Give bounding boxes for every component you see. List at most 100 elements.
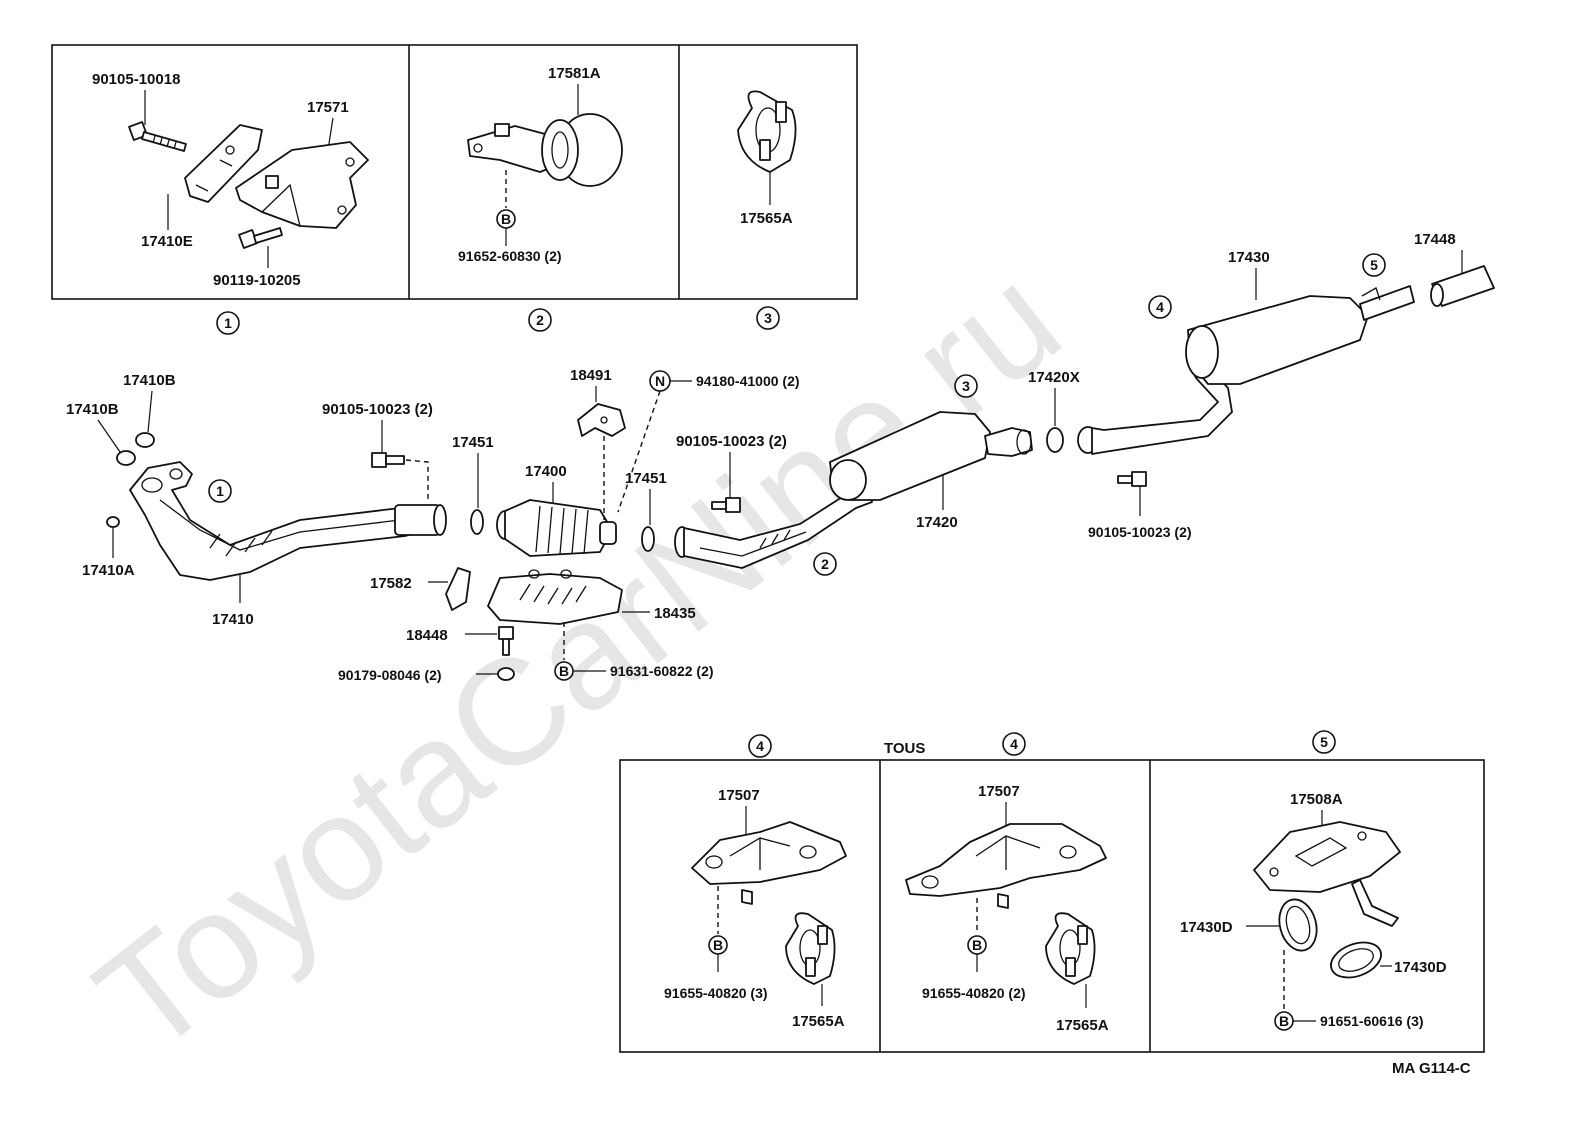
nut-icon [497, 667, 515, 681]
bracket-17582-icon [445, 567, 471, 611]
circle-letter-b-5-text: B [1279, 1013, 1289, 1029]
callout-4-main [1148, 295, 1172, 319]
callout-5-box [1312, 730, 1336, 754]
dashed-leader [617, 390, 661, 513]
part-label-91631-60822: 91631-60822 (2) [610, 663, 714, 679]
circle-letter-b-main-text: B [559, 663, 569, 679]
bottom-inset-frame [619, 759, 1485, 1053]
callout-2-main-text: 2 [821, 556, 829, 572]
callout-3-main [954, 374, 978, 398]
part-label-91652-60830: 91652-60830 (2) [458, 248, 562, 264]
part-label-17420x: 17420X [1028, 369, 1080, 386]
gasket-icon [1046, 427, 1064, 453]
part-label-17410e: 17410E [141, 233, 193, 250]
circle-letter-b-text: B [501, 211, 511, 227]
callout-4-box-a [748, 734, 772, 758]
callout-5-main [1362, 253, 1386, 277]
inset-box-1: 90105-10018 17571 17410E 90119-10205 [92, 71, 369, 289]
heat-shield-bracket-icon [577, 403, 626, 437]
bottom-inset-border [619, 759, 1485, 1053]
gasket-icon [116, 450, 136, 466]
callout-5-box-text: 5 [1320, 734, 1328, 750]
leader-line [97, 419, 121, 453]
muffler-17420-icon [829, 411, 1033, 501]
hanger-bracket-icon [467, 113, 623, 187]
part-label-91655-40820-2: 91655-40820 (2) [922, 985, 1026, 1001]
dashed-leader [405, 459, 429, 500]
callout-3: 3 [764, 310, 772, 326]
gasket-17430d-icon [1330, 941, 1382, 979]
nut-icon [106, 516, 120, 528]
bracket-17571-icon [235, 141, 369, 229]
callout-4-box-a-text: 4 [756, 738, 764, 754]
bolt-icon [238, 227, 283, 249]
gasket-inner-ring [1338, 948, 1374, 972]
front-pipe-17410 [129, 461, 447, 581]
part-label-91655-40820-3: 91655-40820 (3) [664, 985, 768, 1001]
part-label-18435: 18435 [654, 605, 696, 622]
leader-line [147, 390, 153, 433]
part-label-90105-10023-a: 90105-10023 (2) [322, 401, 433, 418]
part-label-90105-10023-c: 90105-10023 (2) [1088, 524, 1192, 540]
bolt-icon [1117, 471, 1147, 487]
part-label-17410: 17410 [212, 611, 254, 628]
part-label-18491: 18491 [570, 367, 612, 384]
center-pipe-icon [674, 487, 873, 569]
circle-letter-b-4b-text: B [972, 937, 982, 953]
part-label-91651-60616: 91651-60616 (3) [1320, 1013, 1424, 1029]
gasket-icon [470, 509, 484, 535]
part-label-17430: 17430 [1228, 249, 1270, 266]
part-label-17507-b: 17507 [978, 783, 1020, 800]
callout-4-box-b-text: 4 [1010, 736, 1018, 752]
circle-letter-b-4a-text: B [713, 937, 723, 953]
callout-4-box-b [1002, 732, 1026, 756]
heat-shield-18435-icon [487, 569, 623, 625]
hanger-bracket-17508a-icon [1253, 821, 1401, 927]
rubber-hanger-icon [1045, 912, 1096, 985]
gasket-icon [135, 432, 155, 448]
muffler-17430-icon [1185, 285, 1415, 385]
circle-letter-n-text: N [655, 373, 665, 389]
part-label-90105-10018: 90105-10018 [92, 71, 180, 88]
rubber-hanger-icon [737, 90, 797, 173]
bolt-icon [498, 626, 514, 656]
hanger-bracket-17507-icon [905, 823, 1107, 909]
bolt-icon [128, 121, 187, 152]
part-label-17565a-4b: 17565A [1056, 1017, 1109, 1034]
part-label-17451-a: 17451 [452, 434, 494, 451]
callout-4-main-text: 4 [1156, 299, 1164, 315]
part-label-17410b-right: 17410B [123, 372, 176, 389]
part-label-17565a: 17565A [740, 210, 793, 227]
gasket-17430d-icon [1278, 898, 1318, 952]
bolt-icon [711, 497, 741, 513]
top-box-callouts: 1 2 3 [216, 306, 780, 335]
part-label-17582: 17582 [370, 575, 412, 592]
gasket-icon [641, 526, 655, 552]
tail-tip-17448-icon [1430, 265, 1495, 307]
part-label-17565a-4a: 17565A [792, 1013, 845, 1030]
part-label-17430d-a: 17430D [1180, 919, 1233, 936]
part-label-17581a: 17581A [548, 65, 601, 82]
diagram-code: MA G114-C [1392, 1060, 1471, 1077]
top-inset-border [51, 44, 858, 300]
inset-box-4b: 17507 B 91655-40820 (2) 17565A [905, 783, 1109, 1034]
catalytic-converter-icon [496, 499, 617, 557]
part-label-90105-10023-b: 90105-10023 (2) [676, 433, 787, 450]
part-label-17420: 17420 [916, 514, 958, 531]
part-label-17508a: 17508A [1290, 791, 1343, 808]
gasket-inner-ring [1285, 905, 1311, 945]
inset-box-2: 17581A B 91652-60830 (2) [458, 65, 623, 264]
part-label-90119-10205: 90119-10205 [213, 272, 301, 289]
callout-1-main [208, 479, 232, 503]
part-label-17571: 17571 [307, 99, 349, 116]
part-label-18448: 18448 [406, 627, 448, 644]
callout-3-main-text: 3 [962, 378, 970, 394]
part-label-17400: 17400 [525, 463, 567, 480]
part-label-90179-08046: 90179-08046 (2) [338, 667, 442, 683]
part-label-17410a: 17410A [82, 562, 135, 579]
callout-1: 1 [224, 315, 232, 331]
rubber-hanger-icon [785, 912, 836, 985]
callout-1-main-text: 1 [216, 483, 224, 499]
